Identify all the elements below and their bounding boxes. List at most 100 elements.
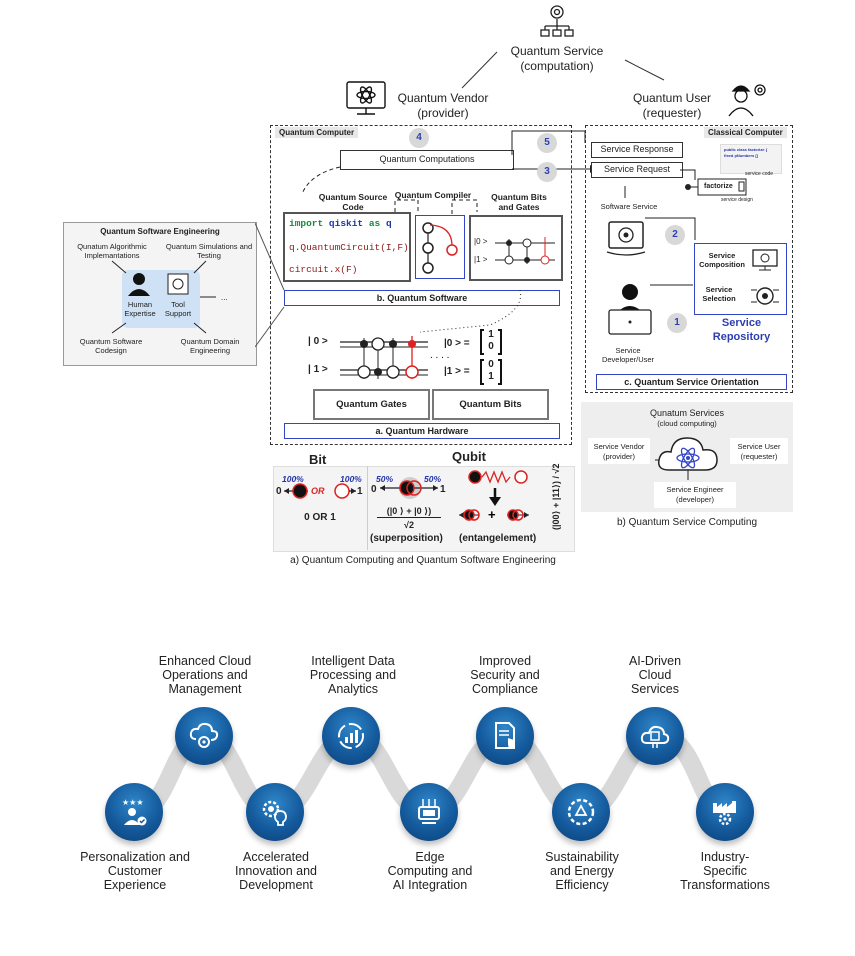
cloud-gear-icon — [189, 722, 219, 748]
timeline-label-sustainability: Sustainability and Energy Efficiency — [545, 850, 619, 892]
analytics-chart-icon — [338, 723, 364, 749]
step-4-badge: 4 — [409, 128, 429, 148]
user-stars-icon: ★★★ — [122, 798, 147, 826]
ai-cloud-icon — [640, 725, 670, 748]
qsc-engineer-label: Service Engineer — [666, 485, 724, 494]
small-ket0: |0 > — [474, 237, 488, 246]
service-response-label: Service Response — [600, 144, 674, 154]
service-selection-label: Service Selection — [702, 285, 736, 303]
quantum-bits-box: Quantum Bits — [432, 389, 549, 420]
quantum-gates-label: Quantum Gates — [336, 399, 407, 410]
monitor-atom-icon — [346, 81, 386, 115]
hw-ket0: | 0 > — [308, 336, 328, 347]
quantum-hardware-bar: a. Quantum Hardware — [284, 423, 560, 439]
qsc-caption: b) Quantum Service Computing — [616, 517, 758, 528]
service-org-icon — [540, 5, 574, 37]
qubit-one: 1 — [440, 484, 446, 495]
timeline-node-edge-computing — [400, 783, 458, 841]
code-snippet-thumb: public class factorize { fixed pNumbers … — [720, 144, 782, 174]
classical-connectors — [624, 169, 696, 286]
step-1-badge: 1 — [667, 313, 687, 333]
step-5-badge: 5 — [537, 133, 557, 153]
recycle-gear-icon — [567, 798, 595, 826]
timeline-node-data-processing — [322, 707, 380, 765]
qse-codesign: Quantum Software Codesign — [79, 337, 143, 355]
bit-prob-left: 100% — [282, 474, 304, 484]
timeline-node-cloud-operations — [175, 707, 233, 765]
hardware-circuit-diagram: . . . . — [340, 289, 522, 379]
qsc-engineer-sub: (developer) — [676, 495, 714, 504]
svg-text:. . . .: . . . . — [430, 350, 449, 361]
quantum-computations-box: Quantum Computations — [340, 150, 514, 170]
developer-label: Service Developer/User — [601, 346, 655, 364]
service-response-box: Service Response — [591, 142, 683, 158]
qse-simulations: Quantum Simulations and Testing — [165, 242, 253, 260]
qsc-vendor-sub: (provider) — [602, 452, 636, 461]
qsc-subtitle: (cloud computing) — [657, 419, 717, 428]
quantum-computer-header: Quantum Computer — [275, 127, 359, 138]
qse-algorithmic: Qunatum Algorithmic Implemantations — [77, 242, 147, 260]
qsc-title: Qunatum Services — [649, 408, 725, 418]
timeline-node-ai-cloud — [626, 707, 684, 765]
superposition-icon — [380, 477, 438, 499]
service-request-label: Service Request — [603, 164, 671, 174]
qse-title: Quantum Software Engineering — [100, 227, 220, 236]
entanglement-label: (entangelement) — [459, 533, 537, 544]
quantum-vendor-title: Quantum Vendor — [397, 91, 489, 105]
qubit-prob-left: 50% — [376, 474, 394, 484]
timeline-node-industry — [696, 783, 754, 841]
entanglement-formula: (|00⟩ + |11⟩) / √2 — [551, 463, 561, 531]
software-service-icon — [606, 221, 646, 256]
code-snippet-line2: fixed pNumbers [] — [724, 153, 759, 158]
quantum-user-title: Quantum User — [632, 91, 712, 105]
top-connectors — [346, 5, 766, 117]
matrix0-bottom: 0 — [488, 341, 494, 352]
compiler-box — [415, 215, 465, 279]
service-orientation-label: c. Quantum Service Orientation — [624, 377, 759, 387]
bit-one: 1 — [357, 486, 363, 497]
superposition-label: (superposition) — [370, 533, 443, 544]
svg-text:★★★: ★★★ — [122, 798, 144, 807]
quantum-computer-panel — [270, 125, 572, 445]
classical-computer-panel — [585, 125, 793, 393]
engineer-icon — [728, 84, 766, 117]
qse-core-icons — [128, 273, 189, 296]
quantum-computations-label: Quantum Computations — [379, 154, 475, 164]
timeline-label-ai-cloud: AI-Driven Cloud Services — [628, 654, 682, 696]
matrix-brackets — [480, 329, 502, 385]
qsc-engineer-box: Service Engineer (developer) — [654, 482, 736, 508]
caption-a: a) Quantum Computing and Quantum Softwar… — [290, 555, 556, 566]
timeline-label-security: Improved Security and Compliance — [470, 654, 540, 696]
quantum-hardware-label: a. Quantum Hardware — [375, 426, 469, 436]
svg-text:+: + — [488, 507, 496, 522]
bit-zero: 0 — [276, 486, 282, 497]
bit-or: OR — [311, 486, 325, 496]
classical-computer-header: Classical Computer — [704, 127, 787, 138]
code-line-1: import qiskit as q — [289, 218, 392, 229]
quantum-cloud-icon — [655, 437, 718, 480]
timeline-label-cloud-operations: Enhanced Cloud Operations and Management — [158, 654, 252, 696]
qse-more: ... — [221, 293, 228, 302]
bit-zero-or-one: 0 OR 1 — [304, 512, 336, 523]
qubit-prob-right: 50% — [424, 474, 442, 484]
quantum-service-title: Quantum Service — [510, 44, 604, 58]
bits-gates-box: |0 > |1 > — [469, 215, 563, 281]
eq1-label: |1 > = — [444, 366, 470, 377]
qse-link-lines — [255, 222, 285, 348]
qse-tool-support: Tool Support — [164, 300, 192, 318]
qse-connectors — [111, 260, 216, 334]
timeline-label-data-processing: Intelligent Data Processing and Analytic… — [309, 654, 397, 696]
qsc-user-box: Service User (requester) — [730, 438, 788, 464]
hw-ket1: | 1 > — [308, 364, 328, 375]
small-ket1: |1 > — [474, 255, 488, 264]
software-service-label: Software Service — [600, 202, 658, 211]
document-shield-icon — [495, 722, 515, 749]
source-code-box: import qiskit as q q.QuantumCircuit(I,F)… — [283, 212, 411, 282]
composition-monitor-icon — [752, 249, 778, 271]
qsc-vendor-box: Service Vendor (provider) — [588, 438, 650, 464]
compiler-title: Quantum Compiler — [394, 190, 472, 200]
quantum-software-bar: b. Quantum Software — [284, 290, 560, 306]
eq0-label: |0 > = — [444, 338, 470, 349]
timeline-label-personalization: Personalization and Customer Experience — [80, 850, 190, 892]
developer-laptop-icon — [608, 284, 652, 335]
